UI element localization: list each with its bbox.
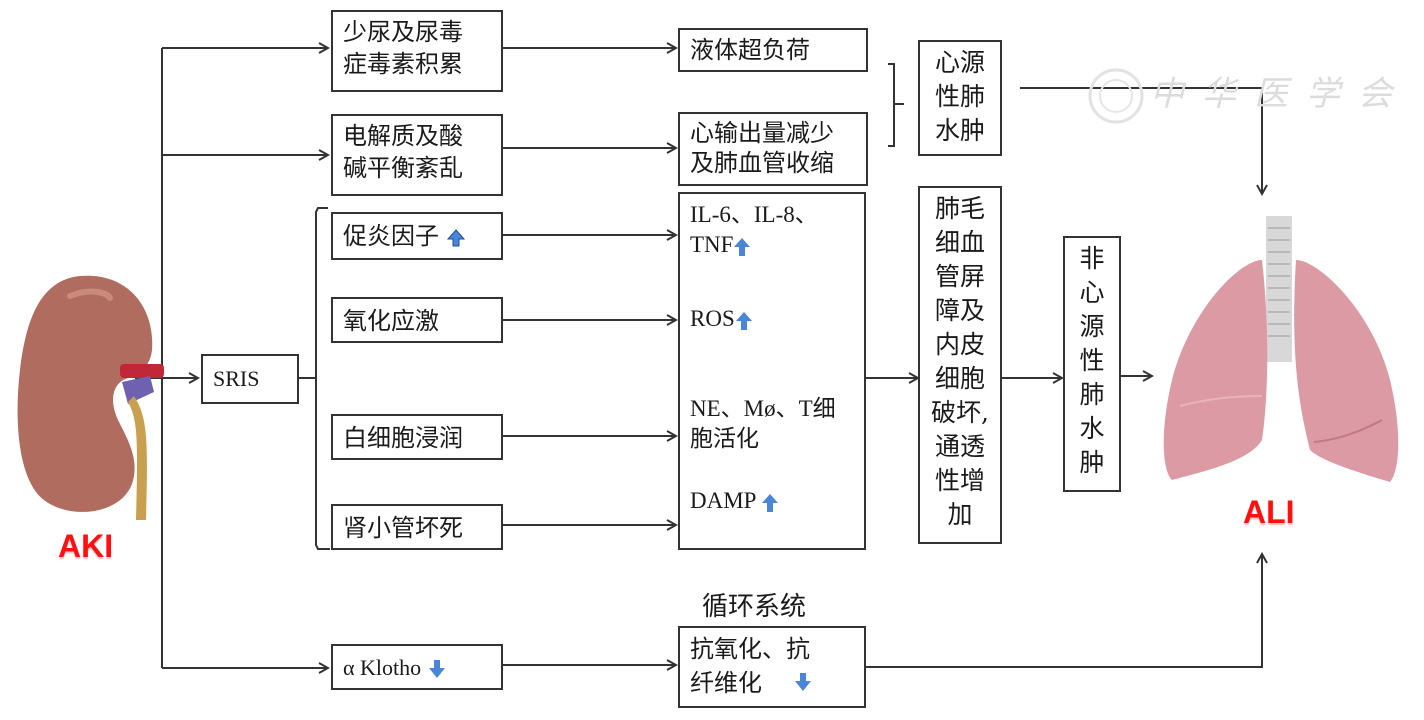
node-noncardiogenic-edema-text: 非 心 源 性 肺 水 肿 xyxy=(1079,244,1105,477)
watermark: 中华医学会 xyxy=(1086,66,1410,126)
node-leukocyte-text: 白细胞浸润 xyxy=(343,424,463,452)
node-electrolyte: 电解质及酸 碱平衡紊乱 xyxy=(331,114,503,196)
up-arrow-icon xyxy=(734,237,751,256)
node-klotho-text: α Klotho xyxy=(343,655,422,680)
cell-activation-text: NE、Mø、T细 胞活化 xyxy=(690,396,836,451)
aki-label: AKI xyxy=(58,528,114,564)
node-leukocyte: 白细胞浸润 xyxy=(331,414,503,460)
node-cardiogenic-edema: 心源 性肺 水肿 xyxy=(918,40,1002,156)
node-cardiac-output: 心输出量减少 及肺血管收缩 xyxy=(678,112,868,186)
watermark-text: 中华医学会 xyxy=(1150,74,1410,114)
ros-text: ROS xyxy=(690,306,735,331)
arrow-antiox-ali xyxy=(866,554,1262,668)
node-sris-text: SRIS xyxy=(213,366,260,391)
node-barrier-damage-text: 肺毛 细血 管屏 障及 内皮 细胞 破坏, 通透 性增 加 xyxy=(931,194,989,529)
damp-text: DAMP xyxy=(690,488,756,513)
node-mediators: IL-6、IL-8、 TNF ROS NE、Mø、T细 胞活化 DAMP xyxy=(678,192,866,550)
node-tubular-necrosis: 肾小管坏死 xyxy=(331,504,503,550)
node-barrier-damage: 肺毛 细血 管屏 障及 内皮 细胞 破坏, 通透 性增 加 xyxy=(918,186,1002,544)
node-klotho: α Klotho xyxy=(331,644,503,690)
node-antioxidation: 抗氧化、抗 纤维化 xyxy=(678,626,866,708)
up-arrow-icon xyxy=(735,311,752,330)
down-arrow-icon xyxy=(429,660,446,678)
circulation-caption: 循环系统 xyxy=(702,592,807,622)
node-fluid-overload-text: 液体超负荷 xyxy=(690,36,810,64)
ali-label: ALI xyxy=(1243,494,1295,530)
arrow-cardiogenic-ali xyxy=(1020,87,1262,194)
lungs-illustration xyxy=(1163,216,1399,482)
cytokines-text-line1: IL-6、IL-8、 xyxy=(690,202,818,227)
down-arrow-icon xyxy=(795,673,811,691)
node-antioxidation-text: 抗氧化、抗 纤维化 xyxy=(690,635,810,697)
node-fluid-overload: 液体超负荷 xyxy=(678,28,868,72)
bracket-sris xyxy=(315,207,330,550)
node-proinflammatory-text: 促炎因子 xyxy=(343,222,439,250)
node-oliguria-text: 少尿及尿毒 症毒素积累 xyxy=(343,18,463,78)
node-noncardiogenic-edema: 非 心 源 性 肺 水 肿 xyxy=(1063,236,1121,492)
bracket-cardiogenic xyxy=(888,63,895,147)
node-electrolyte-text: 电解质及酸 碱平衡紊乱 xyxy=(343,122,463,182)
kidney-illustration xyxy=(17,275,164,520)
node-proinflammatory: 促炎因子 xyxy=(331,212,503,260)
node-sris: SRIS xyxy=(201,354,299,404)
node-oxidative-stress-text: 氧化应激 xyxy=(343,307,439,335)
up-arrow-icon xyxy=(762,493,779,512)
society-logo-icon xyxy=(1088,68,1144,124)
up-arrow-icon xyxy=(446,228,465,246)
node-oliguria: 少尿及尿毒 症毒素积累 xyxy=(331,10,503,92)
node-cardiogenic-edema-text: 心源 性肺 水肿 xyxy=(934,48,985,145)
cytokines-text-line2: TNF xyxy=(690,232,734,257)
node-tubular-necrosis-text: 肾小管坏死 xyxy=(343,514,463,542)
node-cardiac-output-text: 心输出量减少 及肺血管收缩 xyxy=(690,119,834,177)
node-oxidative-stress: 氧化应激 xyxy=(331,297,503,343)
